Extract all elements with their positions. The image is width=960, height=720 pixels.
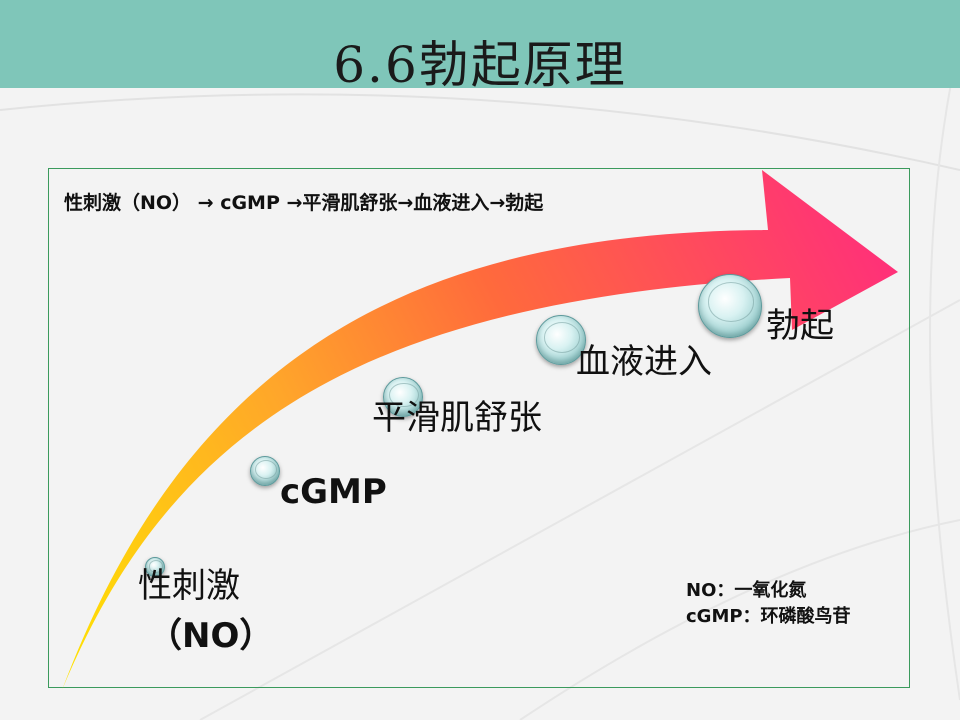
step-label-blood-inflow: 血液进入 [576,342,712,382]
step-marker-1 [145,557,165,577]
step-label-stimulus: 性刺激 [138,566,240,606]
step-label-erection: 勃起 [766,306,834,346]
title-bar [0,0,960,88]
abbreviation-legend: NO：一氧化氮 cGMP：环磷酸鸟苷 [686,578,851,630]
legend-cgmp: cGMP：环磷酸鸟苷 [686,606,851,627]
step-marker-2 [250,456,280,486]
flow-summary: 性刺激（NO） → cGMP →平滑肌舒张→血液进入→勃起 [64,192,544,214]
step-marker-4 [536,315,586,365]
step-label-cgmp: cGMP [280,472,387,512]
step-label-stimulus-line2: （NO） [148,616,274,656]
step-marker-3 [383,377,423,417]
step-label-no: （NO） [148,616,273,656]
step-marker-5 [698,274,762,338]
legend-no: NO：一氧化氮 [686,580,807,601]
step-label-smooth-muscle: 平滑肌舒张 [372,398,542,438]
slide-title: 6.6勃起原理 [333,36,627,94]
content-frame [48,168,910,688]
step-label-stimulus-line1: 性刺激 [138,566,240,606]
